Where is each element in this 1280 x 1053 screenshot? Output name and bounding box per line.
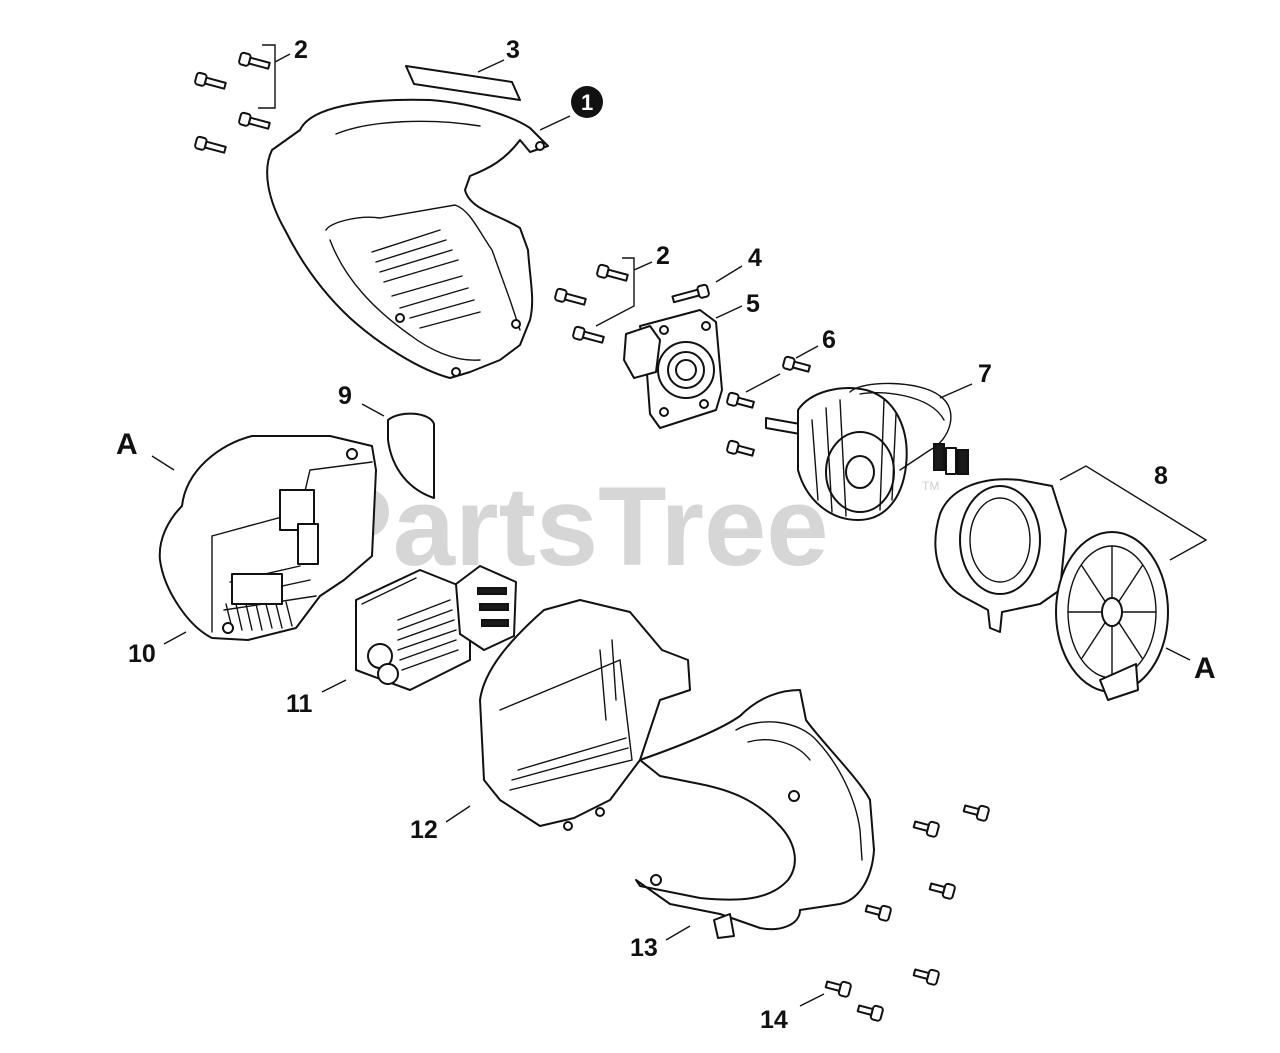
leader-6 xyxy=(745,345,819,393)
leader-8 xyxy=(1059,465,1208,561)
marker-a-left: A xyxy=(116,428,138,461)
marker-a-leader-left xyxy=(151,455,175,471)
top-housing-part-1[interactable] xyxy=(266,98,549,379)
callout-4: 4 xyxy=(748,244,762,272)
callout-7: 7 xyxy=(978,360,992,388)
controller-board-part-11[interactable] xyxy=(355,565,517,691)
screw-group-2-top[interactable] xyxy=(194,51,271,155)
callout-13: 13 xyxy=(630,934,658,962)
heatsink-fins xyxy=(397,599,459,671)
label-sticker-part-3[interactable] xyxy=(405,65,521,101)
motor-mount-part-5[interactable] xyxy=(623,309,723,429)
callout-10: 10 xyxy=(128,640,156,668)
callout-12: 12 xyxy=(410,816,438,844)
screw-group-14[interactable] xyxy=(824,802,990,1022)
leader-12 xyxy=(445,805,471,823)
leader-9 xyxy=(361,403,385,417)
leader-4 xyxy=(715,265,743,283)
callout-2-middle: 2 xyxy=(656,242,670,270)
callout-3: 3 xyxy=(506,36,520,64)
motor-part-7[interactable] xyxy=(765,382,969,521)
callout-2-top: 2 xyxy=(294,36,308,64)
callout-5: 5 xyxy=(746,290,760,318)
callout-8: 8 xyxy=(1154,462,1168,490)
marker-a-right: A xyxy=(1194,652,1216,685)
watermark-trademark: TM xyxy=(922,479,939,493)
leader-10 xyxy=(163,631,187,645)
fan-cover-part-8[interactable] xyxy=(934,478,1067,633)
callout-9: 9 xyxy=(338,382,352,410)
leader-7 xyxy=(939,383,973,399)
leader-11 xyxy=(321,679,347,693)
callout-1: 1 xyxy=(581,90,593,115)
fan-housing-part-12[interactable] xyxy=(479,599,691,831)
leader-14 xyxy=(799,993,825,1007)
callout-11: 11 xyxy=(286,690,313,718)
screw-part-4[interactable] xyxy=(671,283,710,305)
filter-part-9[interactable] xyxy=(387,412,435,499)
leader-3 xyxy=(477,59,505,73)
screw-group-2-middle[interactable] xyxy=(554,263,629,345)
handle-part-13[interactable] xyxy=(635,689,875,939)
leader-2-top xyxy=(258,44,291,109)
impeller-cover-part-8[interactable] xyxy=(1055,531,1169,701)
partstree-watermark: PartsTree xyxy=(318,464,829,589)
marker-a-leader-right xyxy=(1165,647,1191,661)
callout-14: 14 xyxy=(760,1006,788,1034)
left-housing-part-10[interactable] xyxy=(158,435,377,641)
leader-13 xyxy=(665,925,691,941)
housing-vent-slots xyxy=(371,229,481,329)
leader-2-middle xyxy=(595,257,653,327)
callout-badge-1 xyxy=(571,86,603,118)
callout-6: 6 xyxy=(822,326,836,354)
screw-group-6[interactable] xyxy=(726,355,811,458)
leader-5 xyxy=(715,305,743,319)
leader-1 xyxy=(539,115,571,131)
